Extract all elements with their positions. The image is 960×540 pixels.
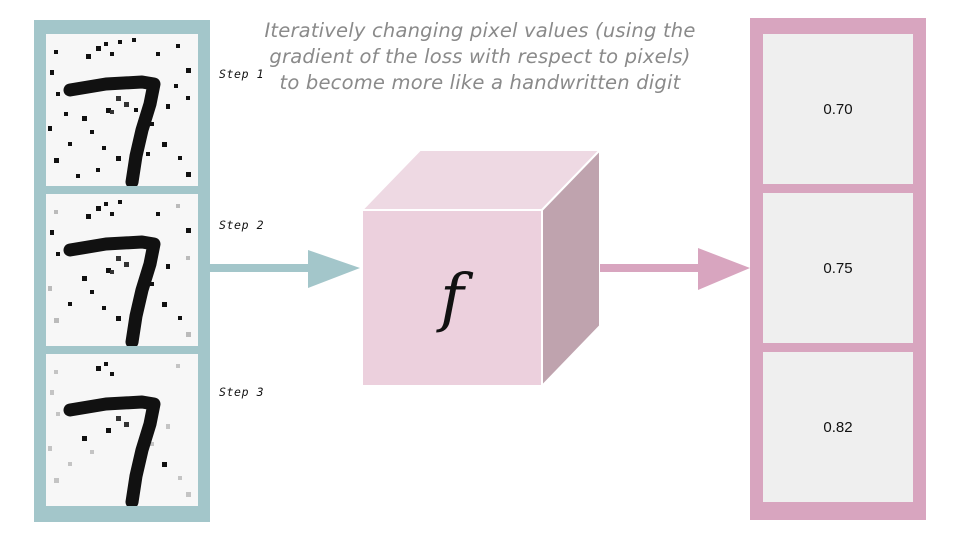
step-2-label: Step 2 — [219, 218, 265, 232]
digit-7-noisy-image — [48, 362, 191, 506]
step-1-image — [46, 34, 198, 186]
output-score-3: 0.82 — [763, 352, 913, 502]
step-1-label: Step 1 — [219, 67, 265, 81]
function-symbol: f — [440, 261, 464, 335]
step-3-label: Step 3 — [219, 385, 265, 399]
step-2-image — [46, 194, 198, 346]
digit-7-noisy-image — [48, 38, 191, 186]
input-arrow-head — [308, 250, 360, 288]
caption-text: Iteratively changing pixel values (using… — [264, 19, 696, 94]
digit-7-noisy-image — [48, 200, 191, 346]
cube-front-face — [361, 209, 543, 387]
step-3-image — [46, 354, 198, 506]
output-score-2: 0.75 — [763, 193, 913, 343]
output-arrow-head — [698, 248, 750, 290]
output-score-1: 0.70 — [763, 34, 913, 184]
